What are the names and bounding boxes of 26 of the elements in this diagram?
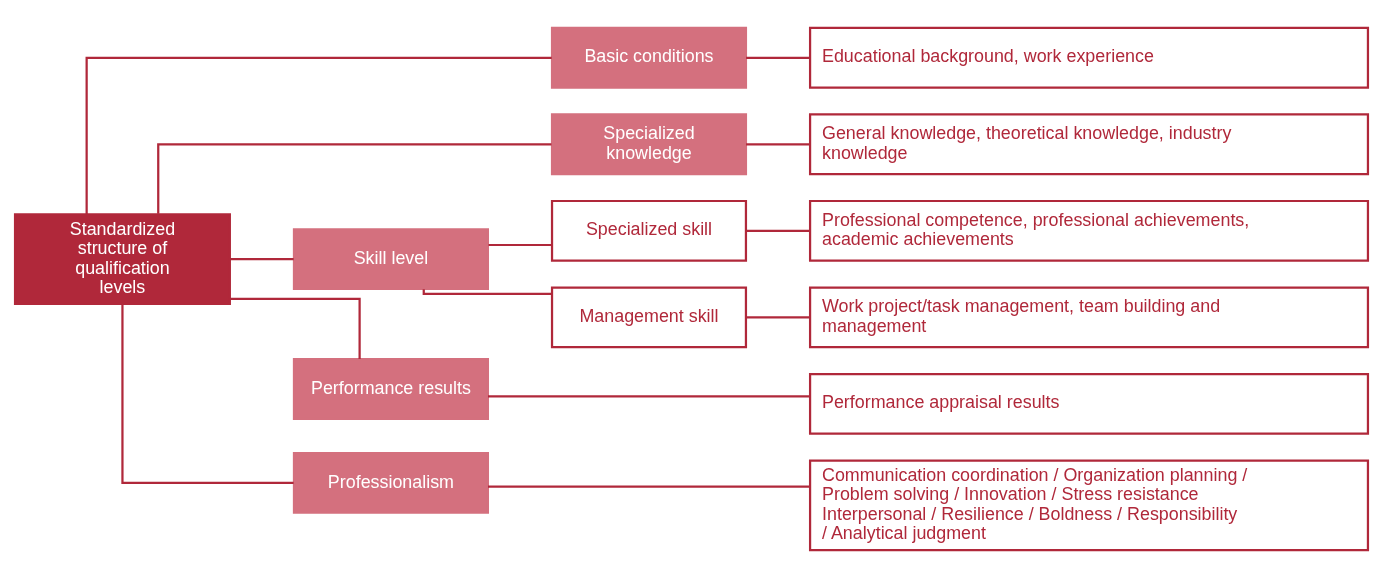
connector bbox=[488, 485, 810, 488]
node-box: Work project/task management, team building and management bbox=[808, 285, 1370, 348]
connector bbox=[746, 315, 810, 318]
node-box: Specialized knowledge bbox=[550, 112, 748, 175]
connector bbox=[229, 297, 361, 359]
node-box: Performance results bbox=[292, 357, 489, 420]
connector bbox=[746, 142, 810, 145]
connector bbox=[488, 243, 552, 246]
connector bbox=[746, 229, 810, 232]
node-box: Professional competence, professional achievements, academic achievements bbox=[808, 199, 1370, 262]
node-box: Specialized skill bbox=[550, 199, 748, 262]
connector bbox=[85, 56, 552, 214]
connector bbox=[121, 303, 294, 484]
node-box: General knowledge, theoretical knowledge, industry knowledge bbox=[808, 112, 1370, 175]
connector bbox=[157, 142, 552, 214]
node-box: Management skill bbox=[550, 285, 748, 348]
node-box: Skill level bbox=[292, 227, 489, 290]
node-box: Basic conditions bbox=[550, 26, 748, 89]
node-box: Communication coordination / Organization planning / Problem solving / Innovation / Stress resistance Interpersonal / Resilience / Boldness / Responsibility / Analytical judgment bbox=[808, 458, 1370, 551]
node-box: Performance appraisal results bbox=[808, 372, 1370, 435]
node-box: Educational background, work experience bbox=[808, 26, 1370, 89]
node-box: Professionalism bbox=[292, 451, 489, 514]
connector bbox=[230, 257, 294, 260]
connector bbox=[746, 56, 810, 59]
connector bbox=[488, 394, 810, 397]
node-box: Standardized structure of qualification levels bbox=[13, 212, 231, 305]
